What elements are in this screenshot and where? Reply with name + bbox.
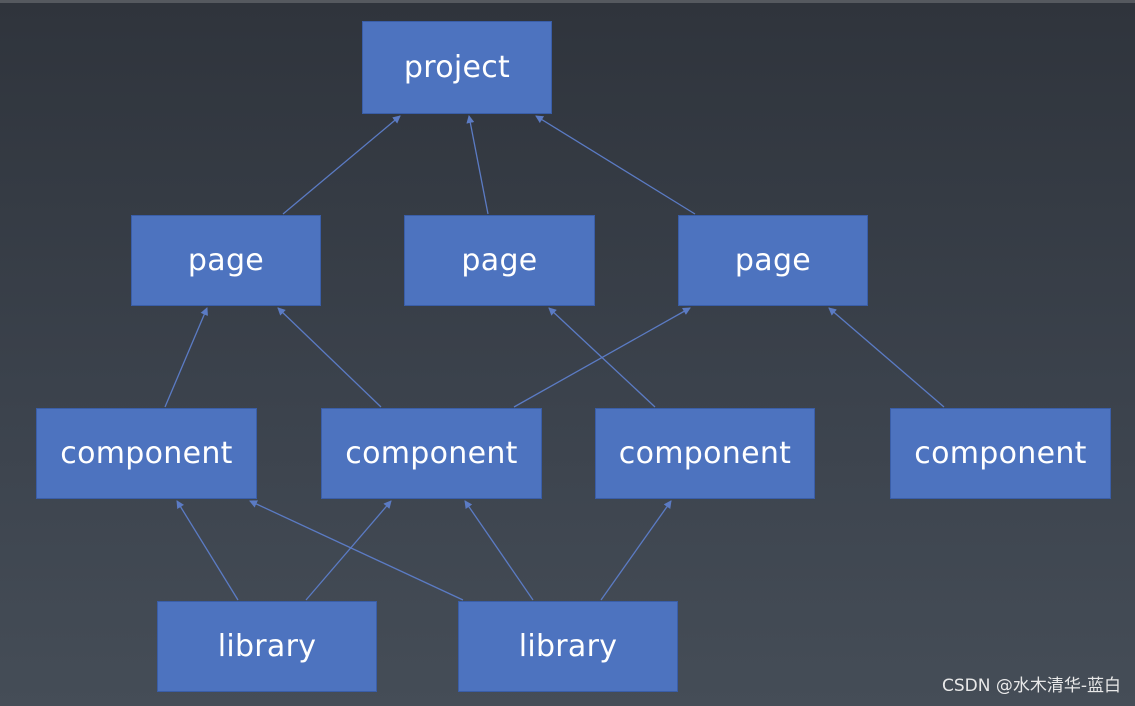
edge-page-3-to-project bbox=[535, 115, 696, 215]
node-project: project bbox=[362, 21, 552, 114]
node-component-3: component bbox=[595, 408, 815, 499]
edge-library-2-to-component-1 bbox=[249, 500, 464, 601]
node-page-2: page bbox=[404, 215, 595, 306]
edge-component-3-to-page-2 bbox=[548, 307, 656, 408]
node-component-4: component bbox=[890, 408, 1111, 499]
node-page-1: page bbox=[131, 215, 321, 306]
edge-component-1-to-page-1 bbox=[164, 307, 208, 408]
node-page-3: page bbox=[678, 215, 868, 306]
edge-component-4-to-page-3 bbox=[828, 307, 945, 408]
edge-component-2-to-page-1 bbox=[277, 307, 382, 408]
node-component-2: component bbox=[321, 408, 542, 499]
watermark-text: CSDN @水木清华-蓝白 bbox=[941, 676, 1121, 696]
edge-page-1-to-project bbox=[282, 115, 401, 215]
node-component-1: component bbox=[36, 408, 257, 499]
edge-library-1-to-component-2 bbox=[305, 500, 392, 601]
edge-page-2-to-project bbox=[466, 115, 489, 215]
window-top-strip bbox=[0, 0, 1135, 3]
node-library-2: library bbox=[458, 601, 678, 692]
node-library-1: library bbox=[157, 601, 377, 692]
edge-library-1-to-component-1 bbox=[176, 500, 239, 601]
edge-library-2-to-component-2 bbox=[464, 500, 534, 601]
edge-library-2-to-component-3 bbox=[600, 500, 672, 601]
